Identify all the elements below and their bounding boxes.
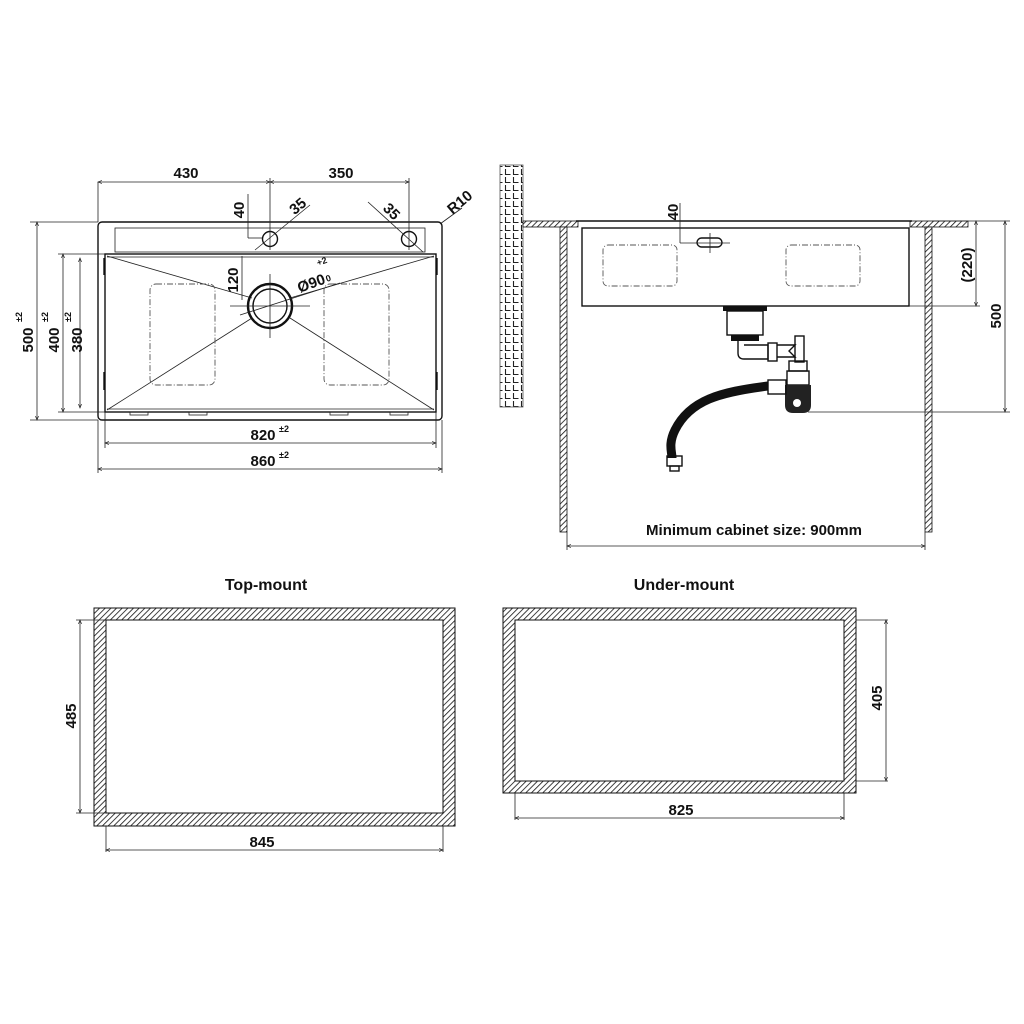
drain-tol-minus: 0 <box>324 273 332 284</box>
dim-install-height: 500 <box>988 303 1005 328</box>
dim-tap-dia-left: 35 <box>286 195 310 219</box>
dim-top-mount-height: 485 <box>63 703 80 728</box>
sink-bowl <box>104 253 437 413</box>
dim-under-mount-height: 405 <box>869 685 886 710</box>
under-mount-title: Under-mount <box>634 577 735 594</box>
dim-860: 860 <box>250 453 275 470</box>
cabinet-size-note: Minimum cabinet size: 900mm <box>646 522 862 539</box>
under-mount-cutout: Under-mount 405 825 <box>502 577 888 820</box>
dim-350: 350 <box>328 165 353 182</box>
plan-view: 430 350 40 35 35 R10 120 Ø90 +2 0 500 ±2… <box>14 165 476 473</box>
cabinet-wall-right <box>924 226 933 533</box>
dim-overflow: 40 <box>665 204 682 221</box>
top-mount-title: Top-mount <box>225 577 308 594</box>
dim-under-mount-width: 825 <box>668 802 693 819</box>
tol-860: ±2 <box>279 450 289 460</box>
drain-tol-plus: +2 <box>315 255 328 268</box>
dim-400: 400 <box>46 327 63 352</box>
tol-380: ±2 <box>63 312 73 322</box>
cabinet-wall-left <box>559 226 568 533</box>
dim-top-mount-width: 845 <box>249 834 274 851</box>
top-mount-cutout: Top-mount 485 845 <box>63 577 456 852</box>
side-view: 40 (220) 500 Mi <box>499 164 1010 550</box>
dim-corner-radius: R10 <box>444 187 476 218</box>
dim-drain-dia: Ø90 <box>295 271 327 297</box>
dim-380: 380 <box>69 327 86 352</box>
dim-tap-dia-right: 35 <box>379 200 403 224</box>
dim-bowl-height: (220) <box>959 247 976 282</box>
tol-500: ±2 <box>14 312 24 322</box>
dim-drain-offset: 120 <box>225 267 242 292</box>
dim-430: 430 <box>173 165 198 182</box>
overflow-icon <box>696 237 723 248</box>
drain-trap-icon <box>666 306 811 472</box>
dim-820: 820 <box>250 427 275 444</box>
wall-tiles <box>499 164 524 408</box>
dim-500: 500 <box>20 327 37 352</box>
tol-400: ±2 <box>40 312 50 322</box>
tol-820: ±2 <box>279 424 289 434</box>
dim-tap-offset: 40 <box>231 202 248 219</box>
